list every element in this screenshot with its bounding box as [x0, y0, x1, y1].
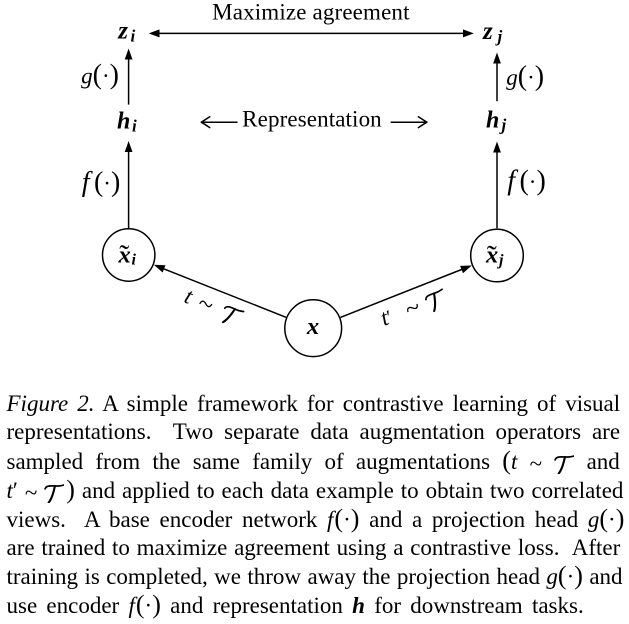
svg-text:Maximize agreement: Maximize agreement — [212, 0, 410, 24]
svg-text:~: ~ — [401, 292, 425, 324]
svg-text:x: x — [485, 242, 498, 269]
svg-text:i: i — [132, 252, 137, 269]
svg-text:˜: ˜ — [119, 239, 129, 272]
svg-text:t′: t′ — [377, 303, 396, 330]
svg-text:h: h — [486, 108, 499, 134]
svg-text:j: j — [495, 27, 503, 46]
svg-text:j: j — [496, 252, 504, 269]
svg-text:t: t — [181, 283, 197, 309]
svg-text:˜: ˜ — [487, 239, 497, 272]
svg-text:g(·): g(·) — [81, 59, 119, 90]
svg-text:f(·): f(·) — [507, 166, 546, 197]
svg-text:h: h — [117, 108, 130, 134]
svg-text:x: x — [306, 313, 319, 340]
svg-text:j: j — [499, 116, 507, 135]
svg-text:~: ~ — [194, 288, 218, 320]
svg-text:Representation: Representation — [242, 107, 382, 132]
svg-text:i: i — [131, 27, 136, 46]
svg-text:i: i — [132, 116, 137, 135]
svg-text:f(·): f(·) — [82, 167, 121, 198]
svg-text:z: z — [117, 18, 128, 45]
svg-text:z: z — [482, 18, 493, 45]
svg-text:x: x — [118, 241, 131, 268]
svg-text:g(·): g(·) — [506, 61, 544, 92]
